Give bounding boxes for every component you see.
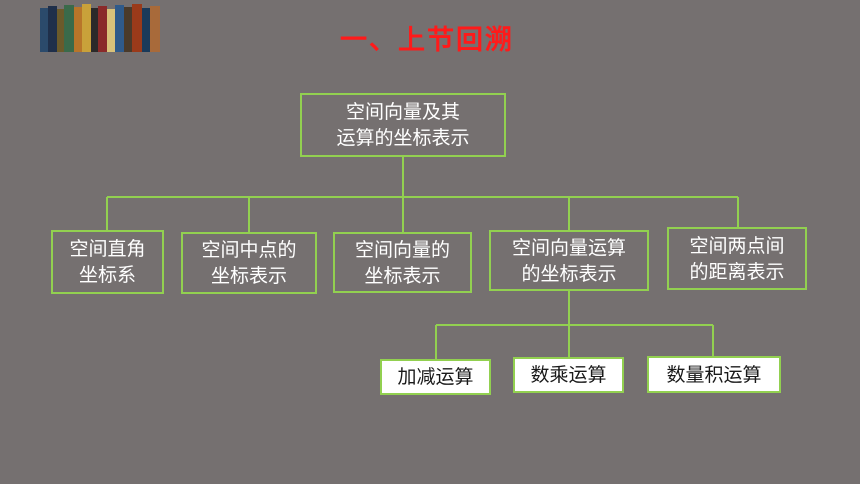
- root-node: 空间向量及其 运算的坐标表示: [300, 93, 506, 157]
- node-scalar-multiply: 数乘运算: [513, 357, 624, 393]
- node-distance: 空间两点间 的距离表示: [667, 227, 807, 290]
- page-title: 一、上节回溯: [340, 25, 514, 56]
- node-dot-product: 数量积运算: [647, 356, 781, 393]
- node-vector-coordinates: 空间向量的 坐标表示: [333, 232, 472, 293]
- node-midpoint-coordinates: 空间中点的 坐标表示: [181, 232, 317, 294]
- node-vector-operations: 空间向量运算 的坐标表示: [489, 230, 649, 291]
- books-logo: [40, 4, 160, 52]
- node-coordinate-system: 空间直角 坐标系: [51, 230, 164, 294]
- node-add-subtract: 加减运算: [380, 359, 491, 395]
